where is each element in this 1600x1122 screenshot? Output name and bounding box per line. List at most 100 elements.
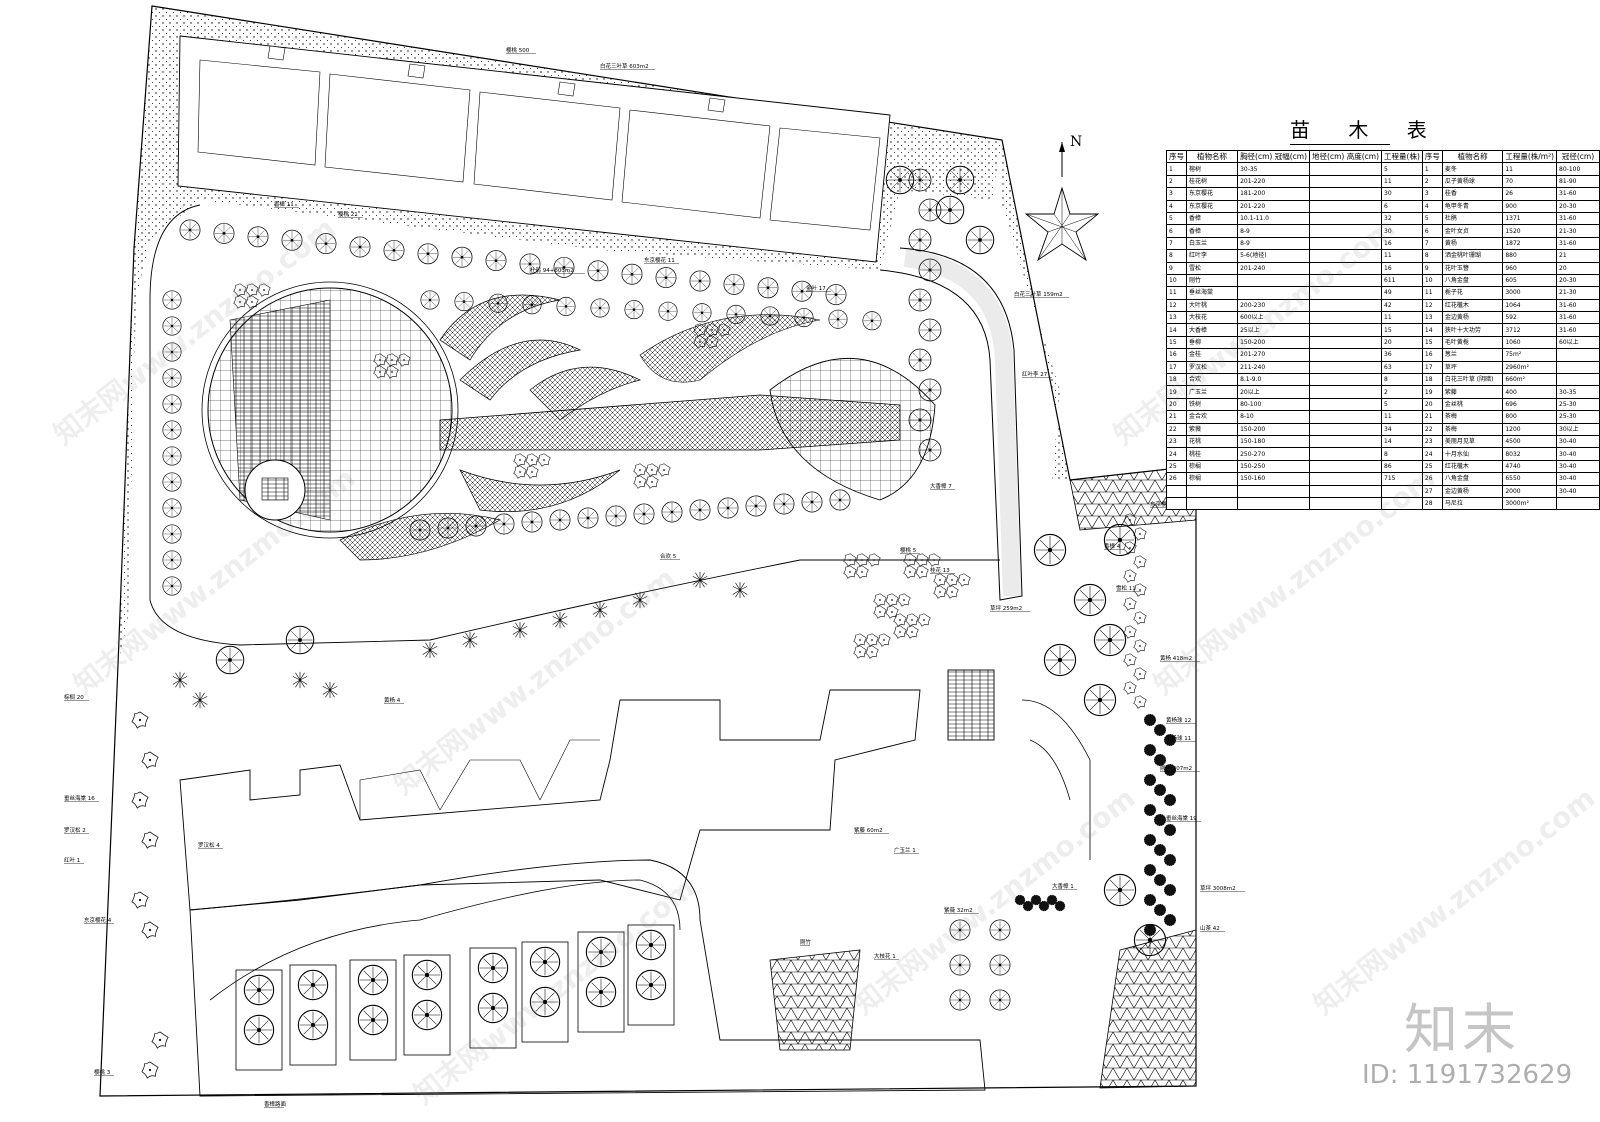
cell-qty: 30 [1381,224,1423,238]
plant-label: 紫藤 60m2 [854,826,883,834]
cell-no-2: 18 [1421,373,1443,387]
cell-qty-2: 592 [1502,311,1558,325]
cell-spec: 250-270 [1237,447,1311,461]
cell-spec [1237,273,1311,288]
shrub-symbol [873,593,887,607]
cell-spec-b [1309,199,1383,213]
cell-name: 桃桂 [1185,447,1239,461]
cell-spec-2: 21-30 [1556,224,1600,238]
tree-symbol [247,226,269,248]
cell-no-2: 2 [1421,174,1443,189]
cell-spec-2: 31-60 [1556,187,1600,201]
shrub-symbol [1133,667,1147,681]
tree-symbol [529,946,561,978]
cell-no-2: 17 [1421,360,1443,375]
cell-spec [1237,496,1311,511]
shrub-symbol [885,605,899,619]
shrub-symbol [657,463,671,477]
cell-qty-2: 2960m² [1502,360,1558,375]
header-spec-sub: 胸径(cm) [1240,152,1273,162]
cell-name-2: 瓜子黄杨球 [1441,174,1504,189]
header-spec-2: 冠径(cm) [1556,149,1600,164]
tree-symbol [918,258,942,282]
palm-symbol [422,641,438,659]
palm-symbol [512,621,528,639]
cell-no [1166,484,1187,498]
tree-symbol [297,969,329,1001]
cell-spec-b [1309,211,1383,226]
cell-name-2: 洒金桃叶珊瑚 [1441,249,1504,263]
shrub-symbol [245,295,259,309]
tree-symbol [162,394,182,414]
tree-symbol [357,1004,389,1036]
shrub-symbol [855,565,869,579]
tree-symbol [585,976,617,1008]
tree-symbol [945,165,975,195]
cell-spec-2: 31-60 [1556,211,1600,226]
cell-spec-2 [1556,348,1600,362]
cell-no-2: 8 [1421,249,1443,263]
tree-symbol [908,288,932,312]
tree-symbol [908,228,932,252]
cell-no-2: 11 [1421,286,1443,300]
cell-name-2: 草坪 [1441,360,1504,375]
cell-spec-b [1309,410,1383,424]
cell-no: 10 [1166,273,1187,288]
cell-no: 8 [1166,249,1187,263]
cell-no: 3 [1166,187,1187,201]
tree-symbol [989,919,1011,941]
cell-name: 桂花树 [1185,174,1239,189]
cell-spec-b [1309,496,1383,511]
hedge-symbol [1163,793,1177,807]
shrub-symbol [903,565,917,579]
cell-qty-2: 800 [1502,410,1558,424]
hedge-symbol [1163,883,1177,897]
plant-label: 草坪 259m2 [990,604,1022,612]
cell-spec: 600以上 [1237,311,1311,325]
plant-label: 白花三叶草 603m2 [600,62,649,70]
cell-name-2: 狭叶十大功劳 [1441,323,1504,337]
cell-spec: 25以上 [1237,323,1311,337]
shrub-symbol [853,633,867,647]
cell-no: 11 [1166,286,1187,300]
shrub-symbol [233,283,247,297]
shrub-symbol [1123,681,1137,695]
cell-spec-2 [1556,496,1600,511]
header-spec: 胸径(cm) 冠幅(cm) [1237,149,1311,164]
cell-qty [1381,484,1423,498]
cell-name-2: 红花檵木 [1441,298,1504,313]
plant-label: 杜鹃 94+803m2 [530,266,574,274]
tree-symbol [493,513,515,535]
cell-name-2: 紫藤 [1441,385,1504,399]
cell-name [1185,484,1239,498]
parking-bays [235,924,675,1071]
shrub-symbol [893,613,907,627]
tree-symbol [162,550,182,570]
shrub-symbol [645,475,659,489]
tree-symbol [409,519,431,541]
tree-symbol [451,246,473,268]
shrub-symbol [525,453,539,467]
tree-symbol [624,300,644,320]
cell-qty: 86 [1381,459,1423,474]
cell-name: 罗汉松 [1185,360,1239,375]
cell-name: 铁树 [1185,397,1239,412]
cell-spec-2: 30-40 [1556,472,1600,486]
shrub-symbol [957,573,971,587]
cell-spec: 200-230 [1237,298,1311,313]
tree-symbol [635,929,667,961]
plant-label: 广玉兰 1 [894,846,916,854]
palm-symbol [172,671,188,689]
plant-label: 黄杨球 11 [1166,734,1191,742]
tree-symbol [477,992,509,1024]
cell-spec: 211-240 [1237,360,1311,375]
plant-label: 白花三叶草 159m2 [1014,290,1063,298]
plant-label: 香樟 4 [1104,542,1121,550]
cell-qty: 42 [1381,298,1423,313]
